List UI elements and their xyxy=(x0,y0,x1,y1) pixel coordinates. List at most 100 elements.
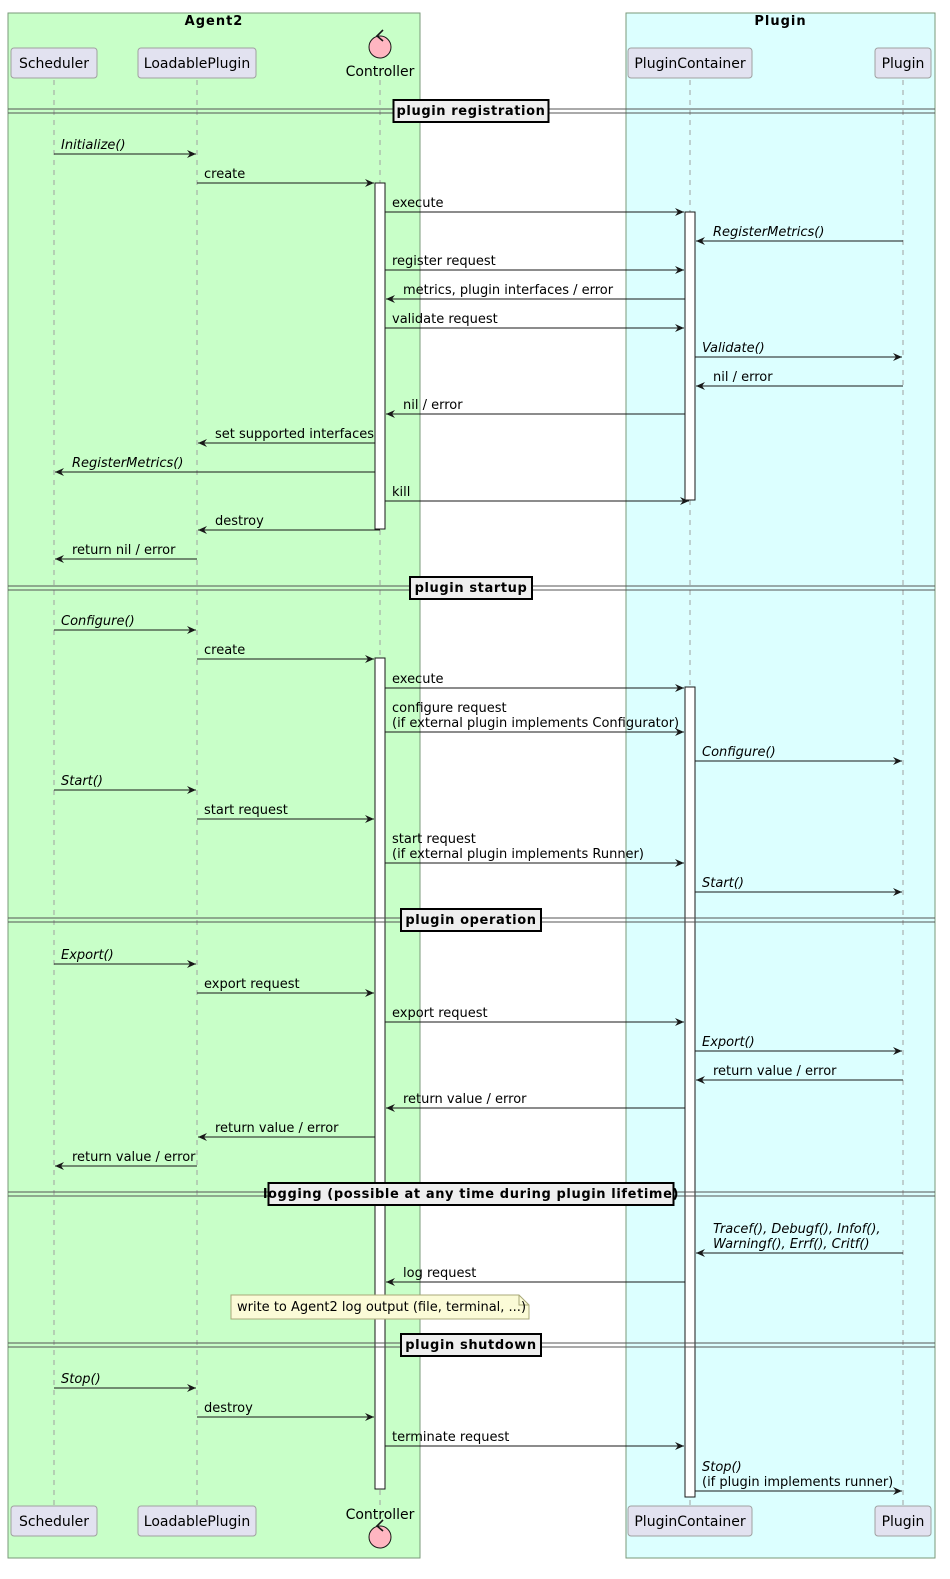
message-label: (if external plugin implements Runner) xyxy=(392,847,644,862)
message: return value / error xyxy=(696,1064,903,1084)
participant-label: PluginContainer xyxy=(634,56,746,72)
participant-label: PluginContainer xyxy=(634,1514,746,1530)
message: Initialize() xyxy=(54,138,196,158)
message: return value / error xyxy=(198,1121,375,1141)
participant-box-loadable xyxy=(137,47,257,79)
message: destroy xyxy=(197,1401,374,1421)
message: export request xyxy=(385,1006,684,1026)
message-label: Export() xyxy=(61,948,114,963)
message: log request xyxy=(386,1266,685,1286)
message: Start() xyxy=(54,774,196,794)
participant-box-plugin xyxy=(874,1505,932,1537)
note-box xyxy=(230,1294,530,1320)
message-label: start request xyxy=(392,832,476,847)
message: validate request xyxy=(385,312,684,332)
message: execute xyxy=(385,672,684,692)
message: create xyxy=(197,167,374,187)
activation-bar xyxy=(684,686,696,1498)
message-label: terminate request xyxy=(392,1430,509,1445)
divider-label: logging (possible at any time during plu… xyxy=(263,1187,679,1202)
message-label: export request xyxy=(392,1006,488,1021)
message: execute xyxy=(385,196,684,216)
message-label: destroy xyxy=(215,514,264,529)
message-label: nil / error xyxy=(403,398,463,413)
controller-icon xyxy=(368,1519,392,1549)
message-label: Start() xyxy=(702,876,744,891)
participant-box-scheduler xyxy=(10,47,98,79)
message-label: Stop() xyxy=(61,1372,101,1387)
message-label: validate request xyxy=(392,312,498,327)
divider-label: plugin startup xyxy=(415,581,528,596)
message-label: return nil / error xyxy=(72,543,176,558)
message-label: return value / error xyxy=(713,1064,837,1079)
message: terminate request xyxy=(385,1430,684,1450)
message-label: destroy xyxy=(204,1401,253,1416)
message-label: start request xyxy=(204,803,288,818)
message-label: Configure() xyxy=(702,745,776,760)
divider-box xyxy=(392,99,550,123)
message: nil / error xyxy=(386,398,685,418)
participant-label: Scheduler xyxy=(19,1514,89,1530)
divider-label: plugin shutdown xyxy=(405,1338,537,1353)
message-label: execute xyxy=(392,196,444,211)
message: Configure() xyxy=(695,745,902,765)
participant-label: LoadablePlugin xyxy=(144,1514,250,1530)
group-box-title: Plugin xyxy=(754,14,806,29)
message: Stop()(if plugin implements runner) xyxy=(695,1460,902,1495)
message-label: Export() xyxy=(702,1035,755,1050)
message-label: create xyxy=(204,167,245,182)
message-label: (if plugin implements runner) xyxy=(702,1475,893,1490)
message-label: (if external plugin implements Configura… xyxy=(392,716,679,731)
note-text: write to Agent2 log output (file, termin… xyxy=(237,1300,526,1315)
message-label: Start() xyxy=(61,774,103,789)
message: return value / error xyxy=(386,1092,685,1112)
message: metrics, plugin interfaces / error xyxy=(386,283,685,303)
message: set supported interfaces xyxy=(198,427,375,447)
divider-label: plugin registration xyxy=(397,104,546,119)
divider-label: plugin operation xyxy=(405,913,536,928)
message-label: metrics, plugin interfaces / error xyxy=(403,283,614,298)
participant-box-scheduler xyxy=(10,1505,98,1537)
message: create xyxy=(197,643,374,663)
message: configure request(if external plugin imp… xyxy=(385,701,684,736)
message-label: return value / error xyxy=(72,1150,196,1165)
message: RegisterMetrics() xyxy=(696,225,903,245)
message: Configure() xyxy=(54,614,196,634)
message-label: Warningf(), Errf(), Critf() xyxy=(713,1237,870,1252)
message: Stop() xyxy=(54,1372,196,1392)
message: Validate() xyxy=(695,341,902,361)
participant-box-plugin xyxy=(874,47,932,79)
participant-label: Plugin xyxy=(882,56,925,72)
message-label: nil / error xyxy=(713,370,773,385)
message-label: RegisterMetrics() xyxy=(713,225,824,240)
message: Tracef(), Debugf(), Infof(),Warningf(), … xyxy=(696,1222,903,1257)
message-label: return value / error xyxy=(215,1121,339,1136)
message-label: execute xyxy=(392,672,444,687)
activation-bar xyxy=(374,657,386,1490)
message-label: Validate() xyxy=(702,341,765,356)
participant-label: Scheduler xyxy=(19,56,89,72)
activation-bar xyxy=(684,211,696,501)
participant-box-container xyxy=(627,1505,753,1537)
activation-bar xyxy=(374,182,386,530)
group-box-plugin xyxy=(625,12,936,1559)
divider-box xyxy=(400,1333,542,1357)
message-label: RegisterMetrics() xyxy=(72,456,183,471)
note-fold xyxy=(518,1295,529,1306)
message-label: log request xyxy=(403,1266,476,1281)
message-label: configure request xyxy=(392,701,507,716)
message: RegisterMetrics() xyxy=(55,456,375,476)
group-box-title: Agent2 xyxy=(185,14,244,29)
participant-label: Controller xyxy=(346,1507,415,1523)
message-label: create xyxy=(204,643,245,658)
message: Export() xyxy=(695,1035,902,1055)
message-label: set supported interfaces xyxy=(215,427,374,442)
message-label: return value / error xyxy=(403,1092,527,1107)
divider-box xyxy=(400,908,542,932)
participant-label: Controller xyxy=(346,64,415,80)
message-label: register request xyxy=(392,254,496,269)
message: kill xyxy=(385,485,689,505)
message: start request xyxy=(197,803,374,823)
divider-box xyxy=(409,576,533,600)
